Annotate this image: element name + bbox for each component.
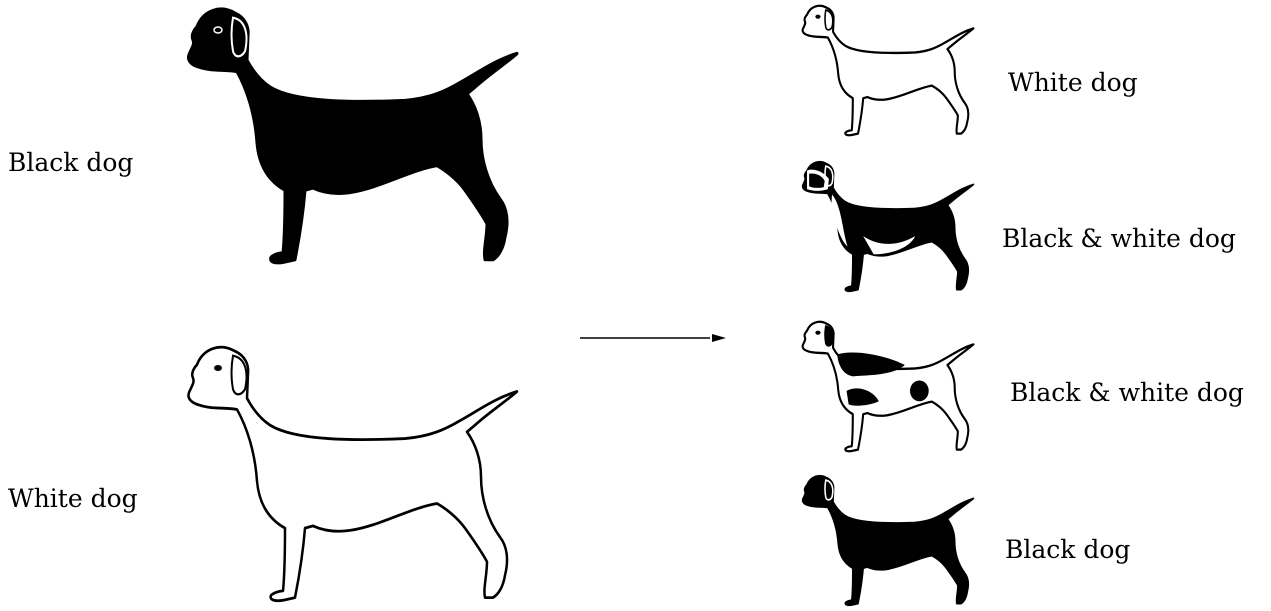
offspring-black-label: Black dog	[1005, 535, 1131, 564]
offspring-black-white-label-2: Black & white dog	[1010, 378, 1244, 407]
offspring-black-white-label-1: Black & white dog	[1002, 224, 1236, 253]
offspring-spotted-dog-icon	[801, 320, 975, 453]
offspring-white-label: White dog	[1008, 68, 1138, 97]
offspring-black-white-dog-icon	[801, 160, 975, 293]
white-dog-icon	[187, 345, 519, 603]
offspring-black-dog-icon	[801, 474, 975, 607]
offspring-white-dog-icon	[801, 4, 975, 137]
arrow-icon	[580, 334, 726, 342]
parent-white-label: White dog	[8, 484, 138, 513]
black-dog-icon	[186, 7, 519, 265]
parent-black-label: Black dog	[8, 148, 134, 177]
